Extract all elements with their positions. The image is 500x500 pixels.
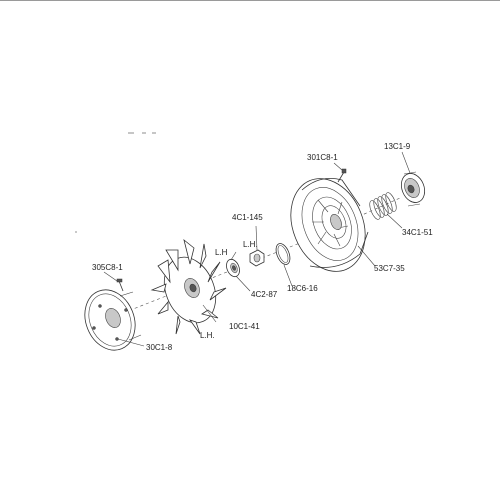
housing-drum-part [290, 177, 376, 272]
leader-lines [117, 251, 237, 347]
label-18C6-16: 18C6-16 [287, 284, 318, 293]
label-13C1-9: 13C1-9 [384, 142, 411, 151]
cap-13C1-9 [400, 151, 426, 207]
nut-4C1-145 [249, 225, 265, 267]
label-lh-lower: L.H. [200, 331, 215, 340]
label-4C1-145: 4C1-145 [232, 213, 263, 222]
stray-marks [75, 132, 156, 233]
top-border-line [0, 0, 500, 1]
label-34C1-51: 34C1-51 [402, 228, 433, 237]
label-lh-upper: L.H. [243, 240, 258, 249]
impeller-part [150, 238, 227, 335]
label-10C1-41: 10C1-41 [229, 322, 260, 331]
label-30C1-8: 30C1-8 [146, 343, 173, 352]
bearing-4C2-87 [226, 258, 251, 292]
front-plate-part [84, 289, 142, 351]
screw-301C8-1 [333, 162, 347, 183]
screw-305C8-1 [103, 271, 124, 292]
label-53C7-35: 53C7-35 [374, 264, 405, 273]
spring-34C1-51 [369, 192, 403, 229]
label-305C8-1: 305C8-1 [92, 263, 123, 272]
label-301C8-1: 301C8-1 [307, 153, 338, 162]
label-lh-mid: L.H [215, 248, 228, 257]
ring-18C6-16 [275, 243, 293, 287]
label-4C2-87: 4C2-87 [251, 290, 278, 299]
